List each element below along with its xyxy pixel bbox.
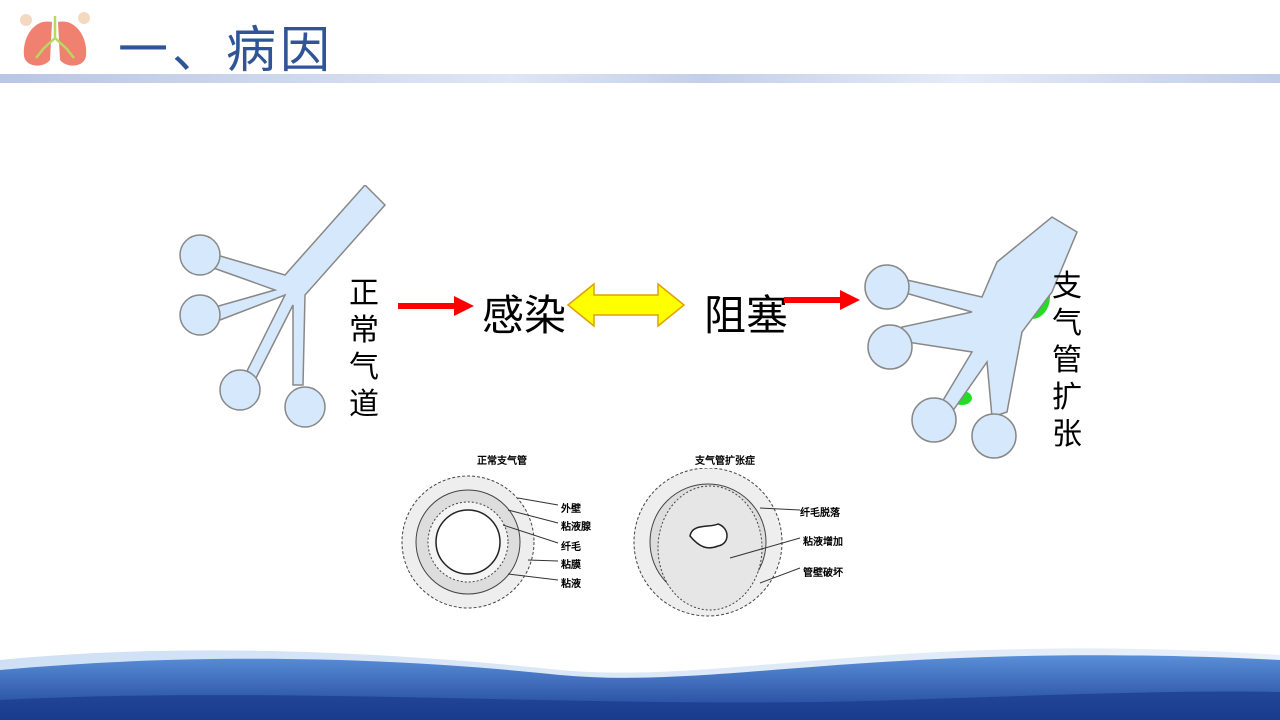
label-cilia-loss: 纤毛脱落 [800,508,840,519]
right-arrow-icon [398,296,474,316]
bronchiectasis-cross-section [633,468,801,617]
right-arrow-icon [784,290,860,310]
label-cilia: 纤毛 [561,542,581,553]
header-divider [0,74,1280,83]
dilated-airway-label: 支气管扩张 [1052,269,1082,452]
double-arrow-icon [566,282,686,328]
footer-wave-decoration [0,648,1280,720]
normal-section-title: 正常支气管 [477,456,527,467]
infection-label: 感染 [482,291,567,340]
dilated-airway-illustration [864,216,1078,459]
label-outer-wall: 外壁 [561,504,581,515]
disease-section-title: 支气管扩张症 [695,456,755,467]
label-wall-destruction: 管壁破坏 [803,568,843,579]
normal-airway-label: 正常气道 [349,276,379,422]
page-title: 一、病因 [118,21,334,79]
normal-airway-illustration [179,185,387,428]
normal-cross-section [401,475,559,609]
obstruction-label: 阻塞 [704,291,789,340]
label-mucosa: 粘膜 [561,560,581,571]
label-mucus: 粘液 [561,579,581,590]
lung-logo-icon [20,12,90,66]
label-mucus-gland: 粘液腺 [561,522,591,533]
label-mucus-increase: 粘液增加 [803,537,843,548]
